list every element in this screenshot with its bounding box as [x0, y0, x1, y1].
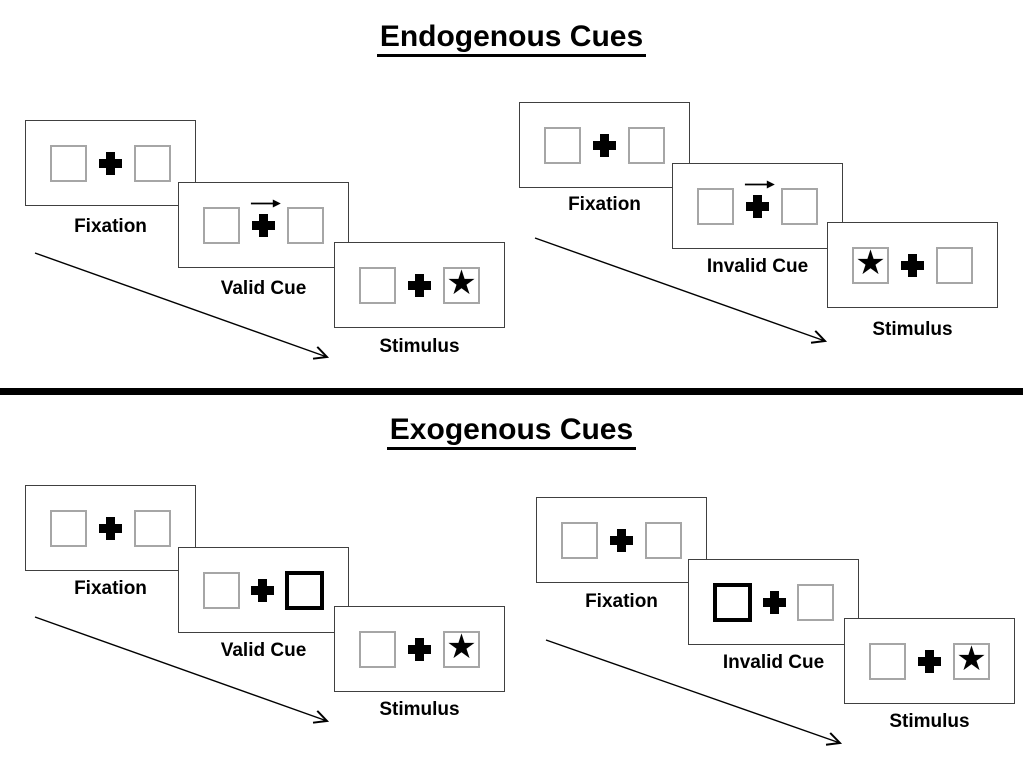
fixation-cross-icon [918, 649, 941, 673]
box-left [561, 521, 598, 559]
section-title-text: Endogenous Cues [376, 20, 647, 57]
frame-fixation [25, 485, 196, 571]
cue-arrow-right-icon [744, 180, 775, 188]
fixation-cross-icon [99, 516, 122, 540]
fixation-cross [250, 199, 281, 237]
box-right [797, 583, 834, 621]
frame-fixation [25, 120, 196, 206]
box-left: ★ [852, 243, 889, 284]
fixation-cross-icon [408, 637, 431, 661]
fixation-cross [99, 151, 122, 175]
frame-label-valid-cue: Valid Cue [220, 640, 307, 661]
frame-label-stimulus: Stimulus [872, 319, 953, 340]
fixation-cross-icon [251, 578, 274, 602]
box-left [359, 266, 396, 304]
box-right [645, 521, 682, 559]
fixation-cross [918, 649, 941, 673]
box-left [359, 630, 396, 668]
box-left [869, 642, 906, 680]
cue-box-left [713, 582, 752, 622]
fixation-cross [744, 180, 775, 218]
frame-fixation [536, 497, 707, 583]
box-left [50, 144, 87, 182]
fixation-cross-icon [408, 273, 431, 297]
box-left [203, 206, 240, 244]
box-right: ★ [443, 627, 480, 668]
box-left [544, 126, 581, 164]
fixation-cross-icon [610, 528, 633, 552]
section-title-text: Exogenous Cues [386, 413, 637, 450]
fixation-cross [408, 637, 431, 661]
fixation-cross [99, 516, 122, 540]
target-star-icon: ★ [446, 627, 477, 667]
target-star-icon: ★ [956, 639, 987, 679]
fixation-cross-icon [746, 194, 769, 218]
frame-valid-cue [178, 182, 349, 268]
fixation-cross [251, 578, 274, 602]
frame-invalid-cue [672, 163, 843, 249]
fixation-cross-icon [901, 253, 924, 277]
frame-label-stimulus: Stimulus [379, 699, 460, 720]
frame-label-invalid-cue: Invalid Cue [722, 652, 825, 673]
frame-label-fixation: Fixation [74, 216, 147, 237]
fixation-cross-icon [763, 590, 786, 614]
frame-label-valid-cue: Valid Cue [220, 278, 307, 299]
box-right [628, 126, 665, 164]
fixation-cross [593, 133, 616, 157]
sequence-arrow-endogenous-valid [34, 252, 327, 357]
frame-label-fixation: Fixation [585, 591, 658, 612]
frame-stimulus: ★ [334, 242, 505, 328]
fixation-cross [610, 528, 633, 552]
section-title-exogenous: Exogenous Cues [0, 413, 1023, 450]
frame-invalid-cue [688, 559, 859, 645]
frame-valid-cue [178, 547, 349, 633]
box-right [781, 187, 818, 225]
frame-label-stimulus: Stimulus [889, 711, 970, 732]
frame-label-stimulus: Stimulus [379, 336, 460, 357]
fixation-cross-icon [593, 133, 616, 157]
fixation-cross-icon [99, 151, 122, 175]
target-star-icon: ★ [855, 243, 886, 283]
frame-label-fixation: Fixation [74, 578, 147, 599]
frame-stimulus: ★ [827, 222, 998, 308]
fixation-cross [763, 590, 786, 614]
box-right [134, 144, 171, 182]
box-left [50, 509, 87, 547]
fixation-cross [901, 253, 924, 277]
box-right: ★ [443, 263, 480, 304]
box-right [287, 206, 324, 244]
frame-stimulus: ★ [844, 618, 1015, 704]
box-right: ★ [953, 639, 990, 680]
cue-box-right [285, 570, 324, 610]
box-left [697, 187, 734, 225]
fixation-cross [408, 273, 431, 297]
box-right [936, 246, 973, 284]
frame-label-invalid-cue: Invalid Cue [706, 256, 809, 277]
box-left [203, 571, 240, 609]
section-title-endogenous: Endogenous Cues [0, 20, 1023, 57]
fixation-cross-icon [252, 213, 275, 237]
cue-arrow-right-icon [250, 199, 281, 207]
target-star-icon: ★ [446, 263, 477, 303]
sequence-arrow-endogenous-invalid [534, 237, 825, 341]
frame-fixation [519, 102, 690, 188]
frame-stimulus: ★ [334, 606, 505, 692]
box-right [134, 509, 171, 547]
frame-label-fixation: Fixation [568, 194, 641, 215]
section-divider [0, 388, 1023, 395]
